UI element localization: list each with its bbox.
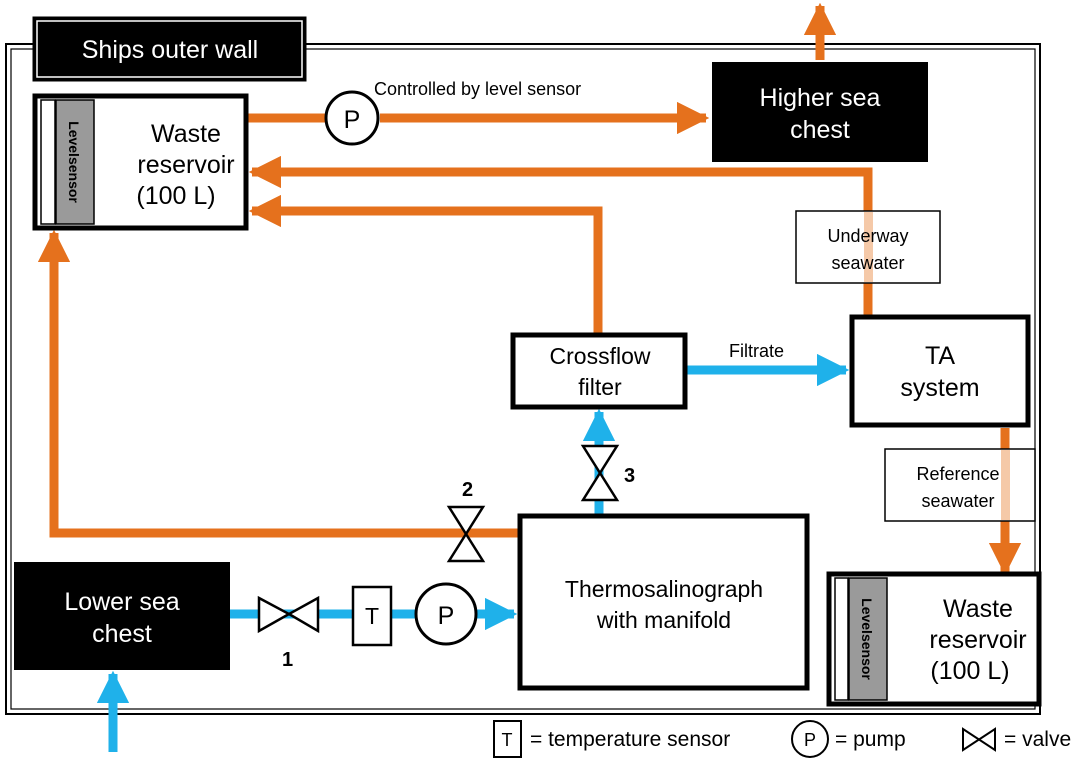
valve-1-number: 1 (282, 649, 293, 671)
ta-system: TA system (849, 314, 1031, 428)
waste-reservoir-top: Levelsensor Waste reservoir (100 L) (32, 93, 249, 231)
svg-text:P: P (804, 730, 816, 750)
waste-lines (37, 2, 1022, 576)
legend-valve: = valve (962, 727, 1071, 752)
svg-text:with manifold: with manifold (596, 607, 731, 633)
svg-text:Reference: Reference (916, 464, 999, 484)
svg-text:seawater: seawater (831, 253, 904, 273)
svg-text:Lower sea: Lower sea (64, 588, 179, 616)
svg-text:(100 L): (100 L) (930, 657, 1009, 685)
higher-sea-chest: Higher sea chest (712, 62, 928, 162)
legend: T = temperature sensor P = pump = valve (493, 720, 1071, 758)
ships-outer-wall-label: Ships outer wall (82, 36, 258, 64)
level-sensor-label-top: Levelsensor (66, 121, 82, 203)
waste-reservoir-top-line2: reservoir (137, 151, 234, 179)
svg-text:chest: chest (92, 620, 152, 648)
line-crossflow-to-waste (248, 194, 603, 334)
thermosalinograph: Thermosalinograph with manifold (517, 513, 810, 691)
ships-outer-wall-label-box (32, 16, 307, 82)
valve-3-number: 3 (624, 465, 635, 487)
pump-top: P (324, 90, 380, 146)
underway-seawater-label: Underway seawater (795, 210, 941, 284)
valve-2-number: 2 (462, 479, 473, 501)
svg-text:Thermosalinograph: Thermosalinograph (565, 576, 763, 602)
ship-outer-wall (5, 43, 1041, 715)
filtrate-label: Filtrate (729, 341, 784, 361)
ship-inner-wall (10, 48, 1036, 710)
waste-reservoir-bottom: Levelsensor Waste reservoir (100 L) (826, 571, 1042, 707)
svg-text:T: T (502, 730, 513, 750)
temperature-sensor: T (351, 585, 393, 647)
svg-text:reservoir: reservoir (929, 626, 1026, 654)
level-sensor-bottom (848, 577, 888, 701)
svg-text:filter: filter (578, 374, 622, 400)
legend-pump: P = pump (791, 720, 906, 758)
legend-temperature: T = temperature sensor (493, 720, 730, 758)
legend-valve-text: = valve (1004, 728, 1071, 751)
legend-temperature-text: = temperature sensor (530, 728, 730, 751)
pump-bottom: P (414, 582, 478, 646)
svg-text:chest: chest (790, 116, 850, 144)
level-sensor-top (55, 99, 95, 225)
reference-seawater-label: Reference seawater (884, 448, 1036, 522)
svg-text:P: P (344, 106, 361, 134)
waste-reservoir-top-line3: (100 L) (136, 182, 215, 210)
legend-pump-text: = pump (835, 728, 906, 751)
svg-text:P: P (438, 602, 455, 630)
svg-text:Crossflow: Crossflow (550, 343, 651, 369)
crossflow-filter: Crossflow filter (510, 332, 688, 410)
svg-text:TA: TA (925, 342, 955, 370)
controlled-by-label: Controlled by level sensor (374, 79, 581, 99)
line-tsg-to-waste (37, 229, 518, 538)
valve-1 (257, 595, 320, 634)
level-sensor-label-bottom: Levelsensor (859, 598, 875, 680)
svg-text:system: system (900, 374, 979, 402)
line-ta-to-waste (248, 155, 873, 315)
svg-text:Underway: Underway (827, 226, 908, 246)
waste-reservoir-top-line1: Waste (151, 120, 221, 148)
valve-3 (580, 444, 620, 502)
svg-text:seawater: seawater (921, 491, 994, 511)
lower-sea-chest: Lower sea chest (14, 562, 230, 670)
valve-2 (446, 505, 486, 563)
svg-text:T: T (365, 603, 379, 629)
svg-text:Waste: Waste (943, 595, 1013, 623)
svg-text:Higher sea: Higher sea (760, 84, 881, 112)
